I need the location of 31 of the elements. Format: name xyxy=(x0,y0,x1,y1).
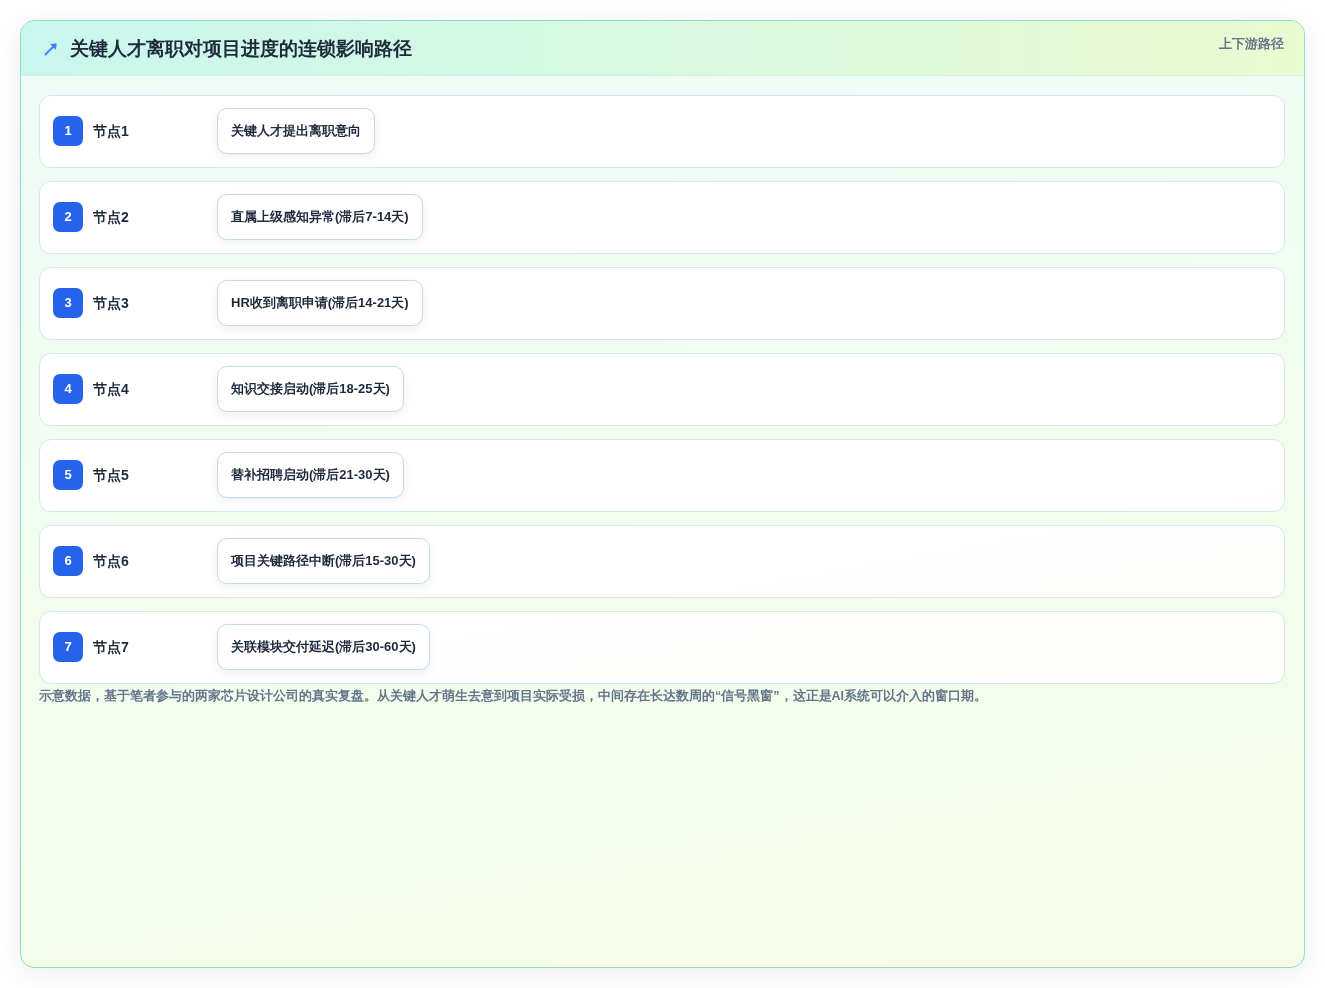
header-note: 上下游路径 xyxy=(1219,35,1284,53)
row-card xyxy=(39,181,1285,254)
number-badge: 1 xyxy=(53,116,83,146)
number-badge: 4 xyxy=(53,374,83,404)
step-box: 关联模块交付延迟(滞后30-60天) xyxy=(217,624,430,670)
step-box: 知识交接启动(滞后18-25天) xyxy=(217,366,404,412)
row-label: 节点7 xyxy=(93,638,129,657)
title: 关键人才离职对项目进度的连锁影响路径 xyxy=(70,37,412,61)
row-card xyxy=(39,267,1285,340)
step-box: HR收到离职申请(滞后14-21天) xyxy=(217,280,423,326)
row-label: 节点4 xyxy=(93,380,129,399)
number-badge: 5 xyxy=(53,460,83,490)
row-card xyxy=(39,353,1285,426)
row-label: 节点5 xyxy=(93,466,129,485)
row-label: 节点2 xyxy=(93,208,129,227)
row-card xyxy=(39,439,1285,512)
number-badge: 3 xyxy=(53,288,83,318)
row-label: 节点6 xyxy=(93,552,129,571)
row-card xyxy=(39,525,1285,598)
step-box: 项目关键路径中断(滞后15-30天) xyxy=(217,538,430,584)
row-card xyxy=(39,95,1285,168)
caption: 示意数据，基于笔者参与的两家芯片设计公司的真实复盘。从关键人才萌生去意到项目实际受损，中间存在长达数周的“信号黑窗”，这正是AI系统可以介入的窗口期。 xyxy=(39,687,987,705)
number-badge: 2 xyxy=(53,202,83,232)
number-badge: 7 xyxy=(53,632,83,662)
step-box: 关键人才提出离职意向 xyxy=(217,108,375,154)
row-card xyxy=(39,611,1285,684)
step-box: 直属上级感知异常(滞后7-14天) xyxy=(217,194,423,240)
row-label: 节点3 xyxy=(93,294,129,313)
number-badge: 6 xyxy=(53,546,83,576)
step-box: 替补招聘启动(滞后21-30天) xyxy=(217,452,404,498)
row-label: 节点1 xyxy=(93,122,129,141)
